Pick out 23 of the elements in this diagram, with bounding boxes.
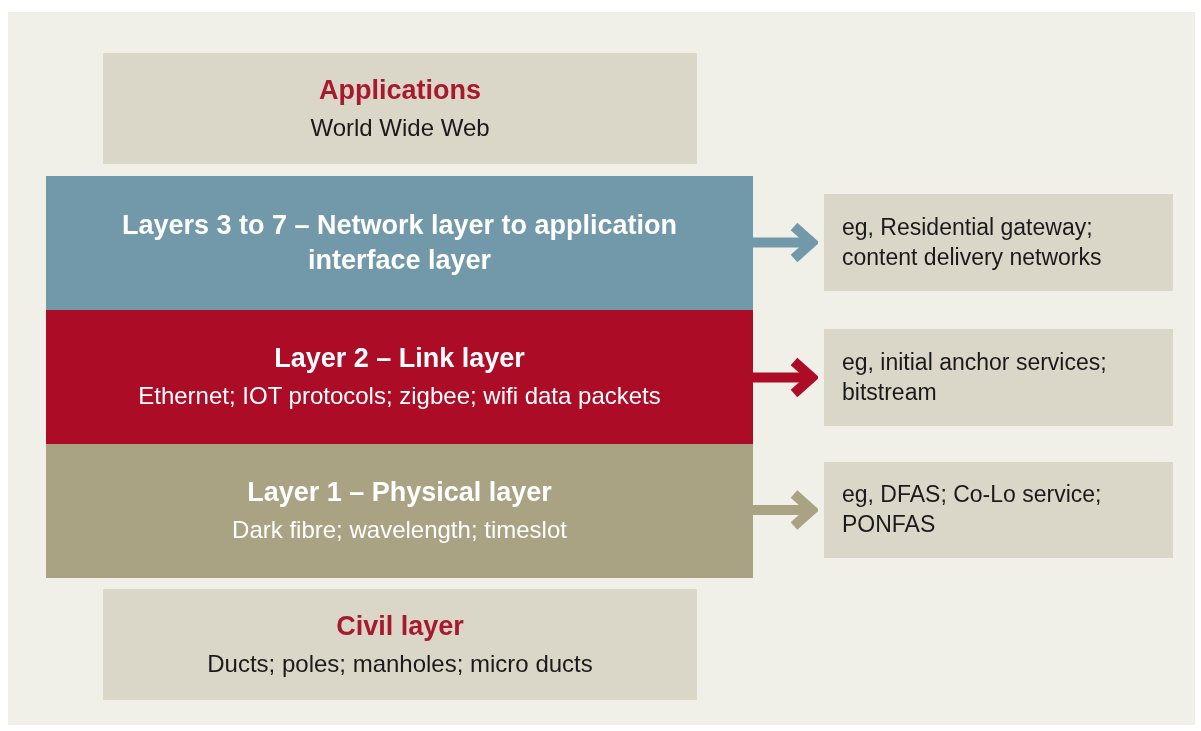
layer-box: [46, 310, 753, 444]
layer-title: Layers 3 to 7 – Network layer to application interface layer: [120, 208, 679, 277]
arrow: [753, 356, 817, 399]
example-text: eg, Residential gateway; content delivery networks: [842, 212, 1103, 272]
layer-description: Dark fibre; wavelength; timeslot: [232, 515, 567, 546]
layer-box: [103, 589, 697, 700]
layer-description: Ethernet; IOT protocols; zigbee; wifi data packets: [138, 381, 661, 412]
arrow: [753, 489, 817, 531]
layer-box: [46, 444, 753, 578]
example-text: eg, initial anchor services; bitstream: [842, 347, 1108, 407]
layer-title: Applications: [319, 73, 481, 107]
example-box: [824, 462, 1173, 558]
layer-description: Ducts; poles; manholes; micro ducts: [207, 648, 593, 679]
example-box: [824, 194, 1173, 291]
layer-title: Layer 1 – Physical layer: [247, 476, 552, 510]
layer-box: [46, 176, 753, 310]
arrow: [753, 221, 817, 264]
layer-title: Layer 2 – Link layer: [274, 342, 525, 376]
layer-box: [103, 53, 697, 164]
example-text: eg, DFAS; Co-Lo service; PONFAS: [842, 480, 1103, 539]
layer-description: World Wide Web: [310, 112, 490, 143]
example-box: [824, 329, 1173, 426]
layer-title: Civil layer: [336, 609, 464, 643]
